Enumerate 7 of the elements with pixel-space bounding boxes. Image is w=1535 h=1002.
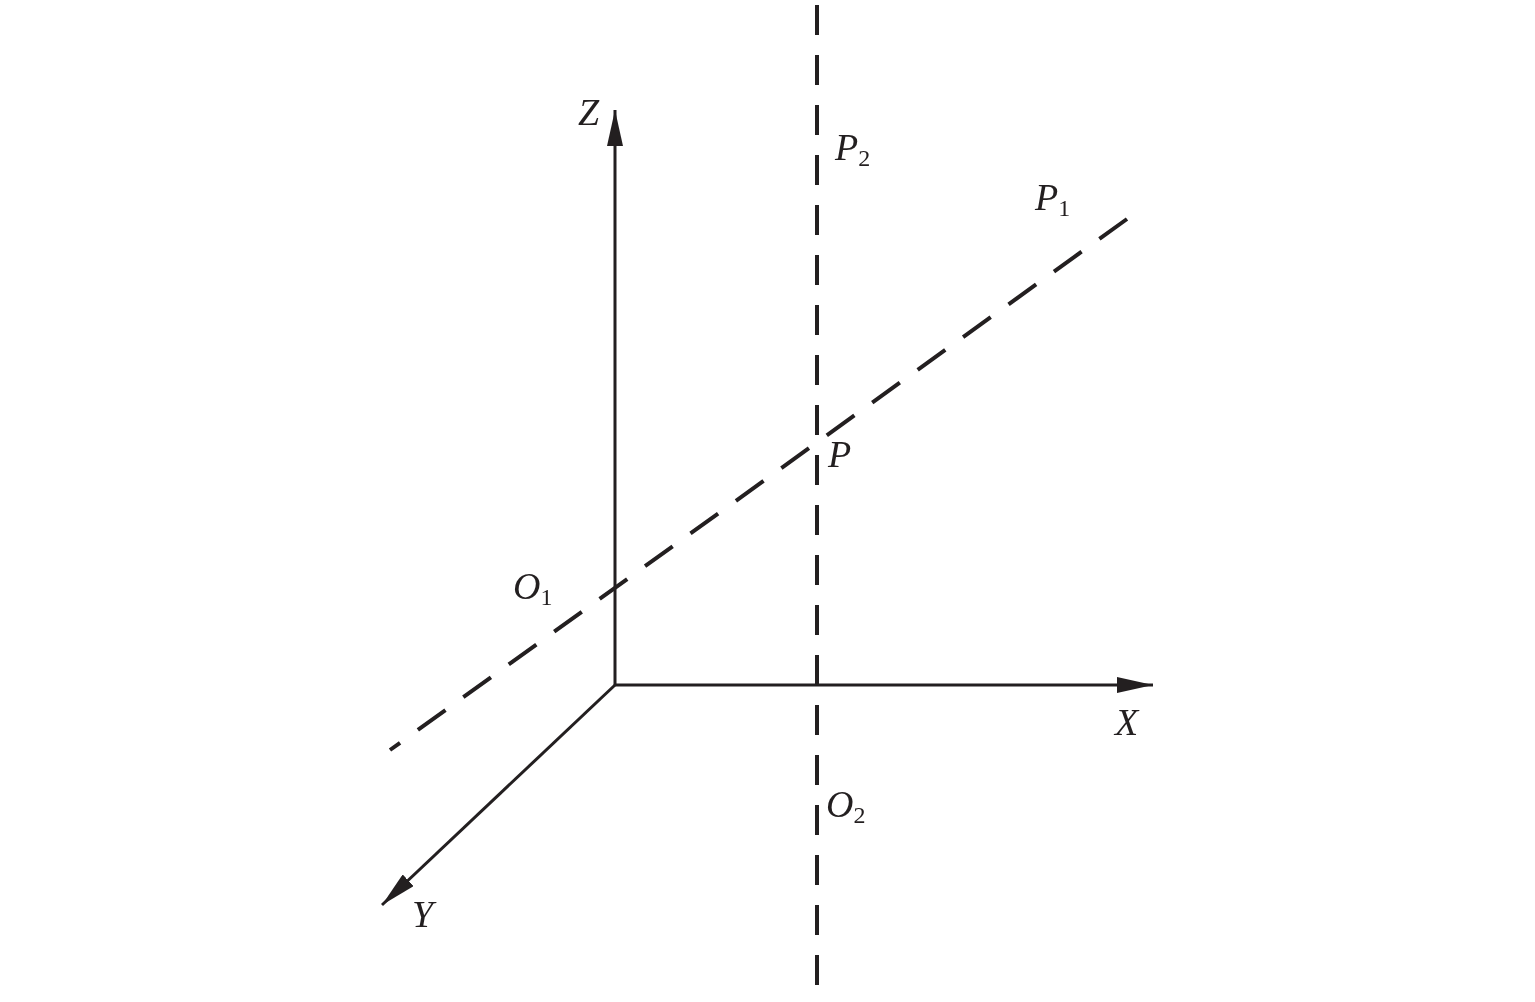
point-label: O$_{2}$ bbox=[826, 785, 866, 827]
point-label: P bbox=[828, 435, 852, 473]
point-label: P$_{1}$ bbox=[1035, 178, 1071, 220]
point-label: O$_{1}$ bbox=[513, 567, 553, 609]
point-label: P$_{2}$ bbox=[835, 128, 871, 170]
axis-label: X bbox=[1115, 703, 1139, 741]
axis-label: Z bbox=[578, 93, 600, 131]
